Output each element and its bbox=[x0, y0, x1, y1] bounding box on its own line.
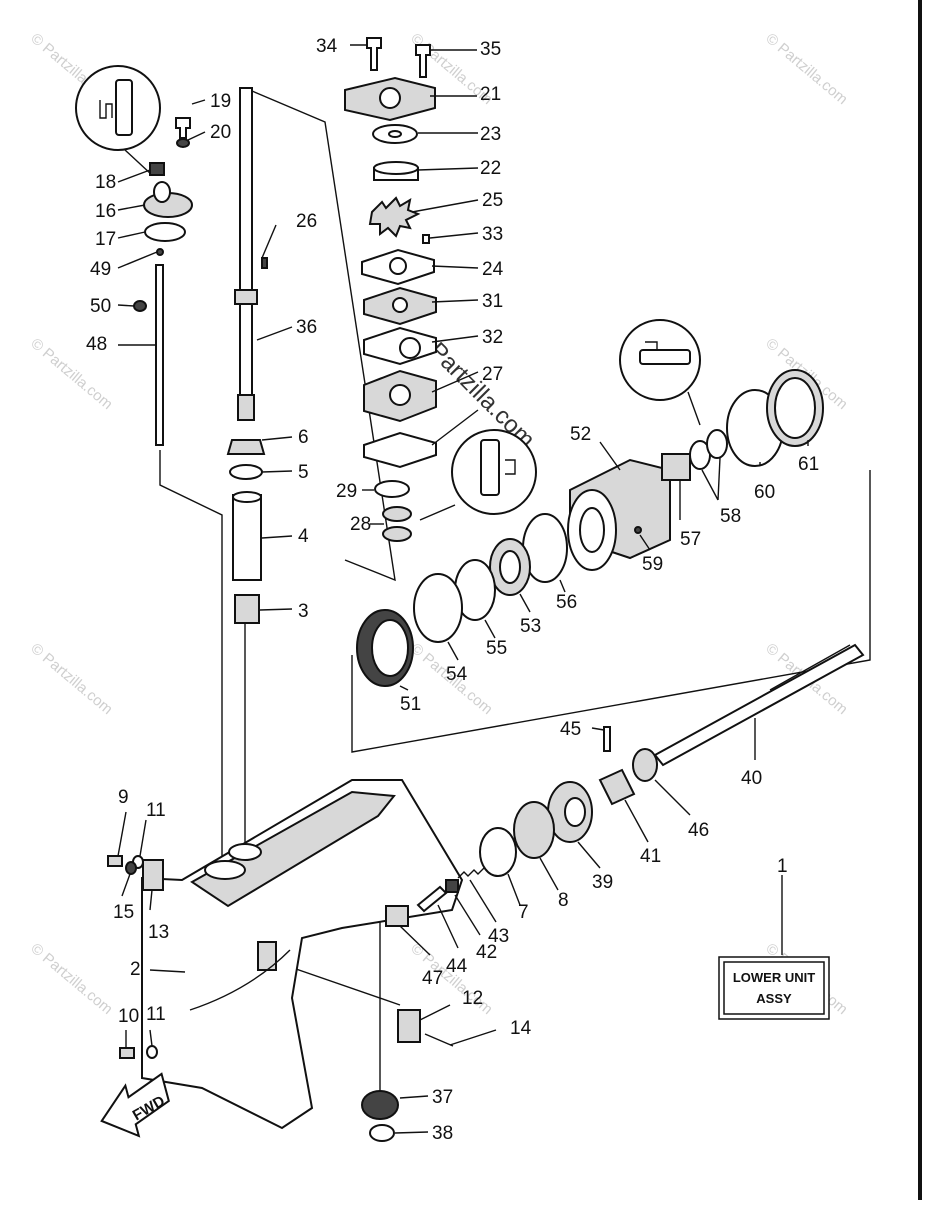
part-label-13: 13 bbox=[148, 922, 169, 943]
part-label-52: 52 bbox=[570, 424, 591, 445]
part-label-1: 1 bbox=[777, 856, 788, 877]
part-label-5: 5 bbox=[298, 462, 309, 483]
part-label-34: 34 bbox=[316, 36, 338, 57]
part-label-11: 11 bbox=[146, 800, 166, 821]
part-label-23: 23 bbox=[480, 124, 501, 145]
leader-lines bbox=[117, 44, 809, 1134]
part-label-58: 58 bbox=[720, 506, 741, 527]
part-label-38: 38 bbox=[432, 1123, 453, 1144]
part-label-39: 39 bbox=[592, 872, 613, 893]
part-label-6: 6 bbox=[298, 427, 309, 448]
part-label-40: 40 bbox=[741, 768, 762, 789]
part-label-44: 44 bbox=[446, 956, 468, 977]
propeller-shaft-group bbox=[479, 643, 865, 877]
lower-unit-assy-box: LOWER UNIT ASSY bbox=[718, 956, 830, 1020]
part-label-17: 17 bbox=[95, 229, 116, 250]
part-label-29: 29 bbox=[336, 481, 357, 502]
part-number-labels: 1234567891011111213141516171819202122232… bbox=[86, 36, 819, 1144]
assy-box-line2: ASSY bbox=[756, 991, 792, 1006]
part-label-16: 16 bbox=[95, 201, 116, 222]
part-label-49: 49 bbox=[90, 259, 111, 280]
part-label-41: 41 bbox=[640, 846, 661, 867]
part-label-4: 4 bbox=[298, 526, 309, 547]
part-label-27: 27 bbox=[482, 364, 503, 385]
part-label-53: 53 bbox=[520, 616, 541, 637]
part-label-9: 9 bbox=[118, 787, 129, 808]
shift-rod-group bbox=[75, 65, 193, 446]
part-label-2: 2 bbox=[130, 959, 141, 980]
part-label-61: 61 bbox=[798, 454, 819, 475]
fwd-arrow: FWD bbox=[100, 1072, 170, 1138]
part-label-35: 35 bbox=[480, 39, 501, 60]
part-label-22: 22 bbox=[480, 158, 501, 179]
part-label-31: 31 bbox=[482, 291, 503, 312]
part-label-19: 19 bbox=[210, 91, 231, 112]
part-label-18: 18 bbox=[95, 172, 116, 193]
part-label-7: 7 bbox=[518, 902, 529, 923]
assy-box-line1: LOWER UNIT bbox=[733, 970, 815, 985]
part-label-26: 26 bbox=[296, 211, 317, 232]
part-label-32: 32 bbox=[482, 327, 503, 348]
part-label-57: 57 bbox=[680, 529, 701, 550]
part-label-21: 21 bbox=[480, 84, 501, 105]
part-label-28: 28 bbox=[350, 514, 371, 535]
part-label-10: 10 bbox=[118, 1006, 139, 1027]
part-label-33: 33 bbox=[482, 224, 503, 245]
part-label-60: 60 bbox=[754, 482, 775, 503]
water-pump-group bbox=[344, 37, 537, 542]
part-label-43: 43 bbox=[488, 926, 509, 947]
part-label-20: 20 bbox=[210, 122, 231, 143]
part-label-47: 47 bbox=[422, 968, 443, 989]
part-label-25: 25 bbox=[482, 190, 503, 211]
part-label-3: 3 bbox=[298, 601, 309, 622]
part-label-51: 51 bbox=[400, 694, 421, 715]
part-label-15: 15 bbox=[113, 902, 134, 923]
part-label-37: 37 bbox=[432, 1087, 453, 1108]
watermark-6: © Partzilla.com bbox=[27, 640, 115, 718]
part-label-24: 24 bbox=[482, 259, 504, 280]
assembly-guide-lines bbox=[159, 87, 871, 1105]
part-label-55: 55 bbox=[486, 638, 507, 659]
part-label-59: 59 bbox=[642, 554, 663, 575]
part-label-50: 50 bbox=[90, 296, 111, 317]
watermark-9: © Partzilla.com bbox=[27, 940, 115, 1018]
part-label-54: 54 bbox=[446, 664, 468, 685]
lower-casing-group bbox=[107, 779, 485, 1142]
part-label-12: 12 bbox=[462, 988, 483, 1009]
part-label-36: 36 bbox=[296, 317, 317, 338]
part-label-46: 46 bbox=[688, 820, 709, 841]
part-label-11: 11 bbox=[146, 1004, 166, 1025]
drive-shaft-group bbox=[226, 87, 268, 624]
prop-shaft-housing-group bbox=[356, 319, 824, 687]
part-label-56: 56 bbox=[556, 592, 577, 613]
part-label-8: 8 bbox=[558, 890, 569, 911]
part-label-48: 48 bbox=[86, 334, 107, 355]
part-label-42: 42 bbox=[476, 942, 497, 963]
part-label-14: 14 bbox=[510, 1018, 532, 1039]
part-label-45: 45 bbox=[560, 719, 581, 740]
watermark-3: © Partzilla.com bbox=[762, 30, 850, 108]
